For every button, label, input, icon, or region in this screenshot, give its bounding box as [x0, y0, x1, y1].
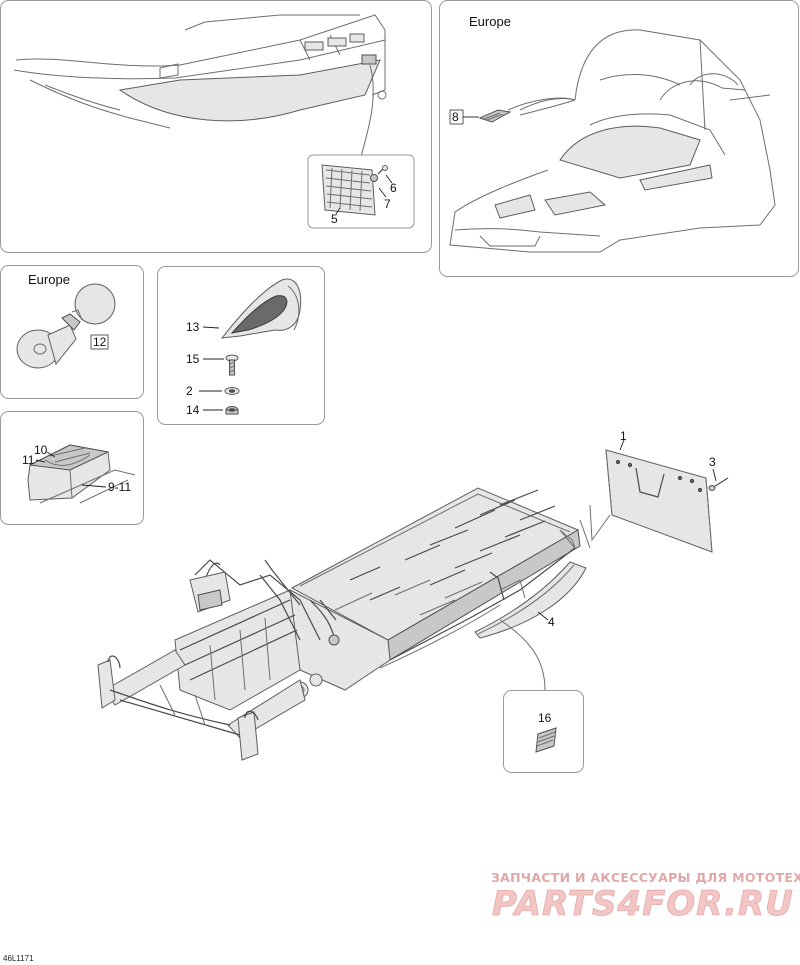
- watermark: ЗАПЧАСТИ И АКСЕССУАРЫ ДЛЯ МОТОТЕХНИКИ PA…: [491, 870, 800, 924]
- callout-5: 5: [331, 212, 338, 226]
- washer-illustration: [224, 387, 240, 395]
- carrier-illustration: [27, 444, 136, 504]
- mud-flap-illustration: [579, 449, 713, 553]
- callout-15: 15: [186, 352, 200, 366]
- callout-14: 14: [186, 403, 200, 417]
- horn-illustration: [16, 283, 116, 369]
- diagram-code: 46L1171: [3, 954, 34, 963]
- callout-10: 10: [34, 443, 48, 457]
- callout-2: 2: [186, 384, 193, 398]
- watermark-logo: PARTS4FOR.RU: [492, 884, 794, 924]
- deflector-illustration: [474, 561, 587, 639]
- frame-tunnel-illustration: [97, 487, 581, 761]
- watermark-tagline: ЗАПЧАСТИ И АКСЕССУАРЫ ДЛЯ МОТОТЕХНИКИ: [491, 870, 800, 885]
- panel-carrier: 10 11 9-11: [0, 411, 144, 525]
- snowmobile-front-illustration: [449, 29, 776, 253]
- callout-9-11: 9-11: [108, 480, 131, 494]
- callout-7: 7: [384, 197, 391, 211]
- panel-mirror-hardware: 13 15 2 14: [157, 266, 325, 425]
- callout-6: 6: [390, 181, 397, 195]
- screw-illustration: [225, 354, 239, 376]
- reflector-detail-box: [307, 154, 415, 229]
- mirror-illustration: [220, 278, 302, 339]
- region-label-europe: Europe: [469, 14, 511, 29]
- hood-illustration: [13, 14, 387, 161]
- callout-16: 16: [538, 711, 552, 725]
- callout-3: 3: [709, 455, 716, 469]
- region-label-europe-horn: Europe: [28, 272, 70, 287]
- callout-4: 4: [548, 615, 555, 629]
- rivet-illustration: [708, 477, 729, 491]
- panel-europe-horn: Europe 12: [0, 265, 144, 399]
- callout-1: 1: [620, 429, 627, 443]
- label-detail-box: [499, 619, 584, 773]
- callout-13: 13: [186, 320, 200, 334]
- callout-12: 12: [93, 335, 107, 349]
- callout-11: 11: [22, 453, 35, 467]
- panel-europe-windshield: Europe 8: [439, 0, 799, 277]
- callout-8: 8: [452, 110, 459, 124]
- panel-hood-reflector: 6 7 5: [0, 0, 432, 253]
- nut-illustration: [225, 406, 239, 415]
